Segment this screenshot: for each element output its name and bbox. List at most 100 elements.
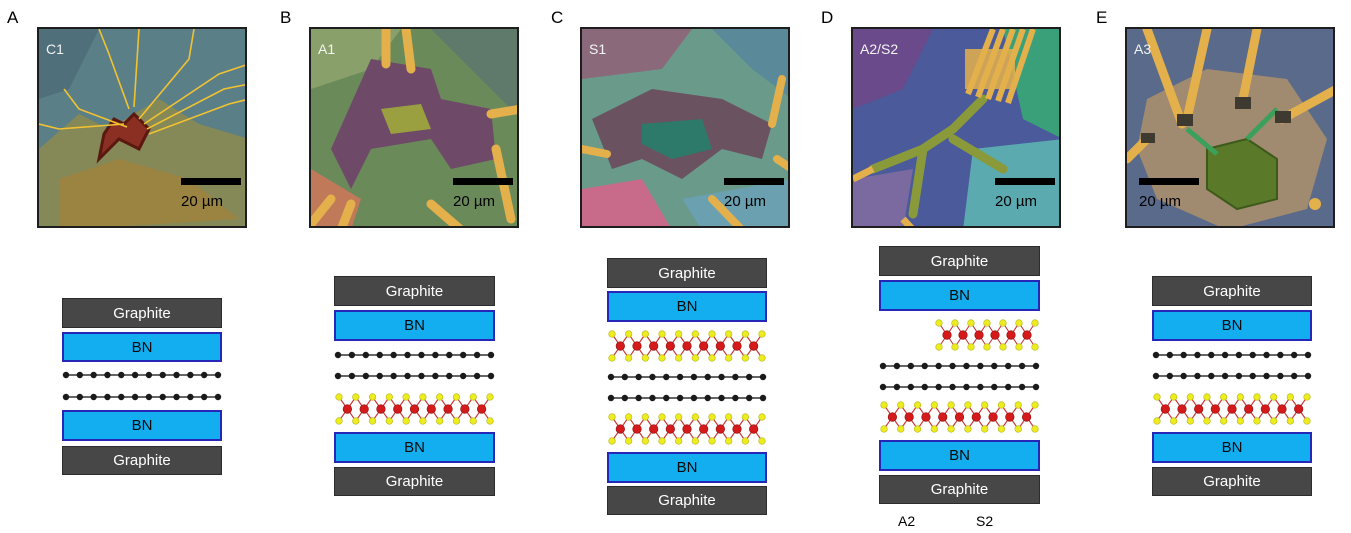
chalcogen-atom xyxy=(1015,319,1023,327)
carbon-atom xyxy=(145,371,153,379)
chalcogen-atom xyxy=(708,437,716,445)
carbon-atom xyxy=(1194,372,1201,380)
tmd-sheet xyxy=(880,401,1039,433)
carbon-atom xyxy=(732,394,739,402)
metal-atom xyxy=(715,424,725,434)
chalcogen-atom xyxy=(691,354,699,362)
chalcogen-atom xyxy=(402,417,410,425)
chalcogen-atom xyxy=(335,393,343,401)
carbon-atom xyxy=(1221,372,1229,380)
carbon-atom xyxy=(200,393,208,401)
carbon-atom xyxy=(921,383,928,391)
chalcogen-atom xyxy=(486,393,494,401)
carbon-atom xyxy=(76,393,84,401)
chalcogen-atom xyxy=(913,401,922,409)
bn-layer: BN xyxy=(1152,432,1312,463)
carbon-atom xyxy=(977,362,984,370)
carbon-atom xyxy=(376,351,383,359)
chalcogen-atom xyxy=(658,413,666,421)
chalcogen-atom xyxy=(758,413,766,421)
chalcogen-atom xyxy=(691,437,699,445)
metal-atom xyxy=(359,404,369,414)
chalcogen-atom xyxy=(708,354,716,362)
panel-letter-c: C xyxy=(551,8,564,27)
chalcogen-atom xyxy=(997,401,1006,409)
metal-atom xyxy=(887,412,897,422)
carbon-atom xyxy=(173,371,180,379)
graphite-layer: Graphite xyxy=(334,276,495,306)
metal-atom xyxy=(1022,330,1032,340)
chalcogen-atom xyxy=(1014,401,1022,409)
carbon-atom xyxy=(1235,372,1243,380)
metal-atom xyxy=(1022,412,1032,422)
chalcogen-atom xyxy=(758,437,766,445)
graphene-sheet xyxy=(334,351,495,359)
chalcogen-atom xyxy=(608,330,616,338)
carbon-atom xyxy=(1194,351,1201,359)
metal-atom xyxy=(682,424,692,434)
carbon-atom xyxy=(404,372,411,380)
chalcogen-atom xyxy=(641,330,649,338)
sample-label: A2/S2 xyxy=(860,41,899,57)
carbon-atom xyxy=(1290,351,1298,359)
carbon-atom xyxy=(118,371,125,379)
chalcogen-atom xyxy=(452,417,461,425)
region-label-a2: A2 xyxy=(898,513,916,529)
chalcogen-atom xyxy=(1170,417,1178,425)
carbon-atom xyxy=(893,383,901,391)
chalcogen-atom xyxy=(625,354,633,362)
chalcogen-atom xyxy=(1220,393,1228,401)
metal-atom xyxy=(921,412,931,422)
chalcogen-atom xyxy=(1031,319,1039,327)
carbon-atom xyxy=(1208,372,1215,380)
graphene-sheet xyxy=(1152,372,1312,380)
carbon-atom xyxy=(649,394,656,402)
carbon-atom xyxy=(935,362,942,370)
metal-atom xyxy=(715,341,725,351)
chalcogen-atom xyxy=(675,330,683,338)
metal-atom xyxy=(615,424,625,434)
chalcogen-atom xyxy=(947,425,955,433)
chalcogen-atom xyxy=(997,425,1006,433)
carbon-atom xyxy=(607,394,615,402)
chalcogen-atom xyxy=(675,437,683,445)
carbon-atom xyxy=(1208,351,1215,359)
carbon-atom xyxy=(879,362,887,370)
chalcogen-atom xyxy=(1186,393,1194,401)
chalcogen-atom xyxy=(691,330,699,338)
chalcogen-atom xyxy=(368,417,377,425)
carbon-atom xyxy=(1152,351,1160,359)
carbon-atom xyxy=(963,362,970,370)
chalcogen-atom xyxy=(930,425,938,433)
chalcogen-atom xyxy=(967,319,975,327)
carbon-atom xyxy=(704,394,711,402)
chalcogen-atom xyxy=(741,330,749,338)
metal-atom xyxy=(988,412,998,422)
carbon-atom xyxy=(1180,372,1187,380)
bn-layer: BN xyxy=(607,291,767,322)
carbon-atom xyxy=(921,362,928,370)
metal-atom xyxy=(615,341,625,351)
carbon-atom xyxy=(487,351,495,359)
carbon-atom xyxy=(759,373,767,381)
carbon-atom xyxy=(949,383,956,391)
carbon-atom xyxy=(635,394,642,402)
carbon-atom xyxy=(1304,351,1312,359)
graphene-sheet xyxy=(607,394,767,402)
metal-atom xyxy=(477,404,487,414)
chalcogen-atom xyxy=(983,319,991,327)
chalcogen-atom xyxy=(1203,393,1211,401)
chalcogen-atom xyxy=(608,437,616,445)
carbon-atom xyxy=(62,371,70,379)
carbon-atom xyxy=(1166,372,1174,380)
chalcogen-atom xyxy=(1286,417,1294,425)
chalcogen-atom xyxy=(675,354,683,362)
graphite-layer: Graphite xyxy=(879,246,1040,276)
scale-bar xyxy=(724,178,784,185)
carbon-atom xyxy=(704,373,711,381)
carbon-atom xyxy=(635,373,642,381)
graphene-sheet xyxy=(334,372,495,380)
carbon-atom xyxy=(907,362,915,370)
chalcogen-atom xyxy=(1170,393,1178,401)
chalcogen-atom xyxy=(641,437,649,445)
